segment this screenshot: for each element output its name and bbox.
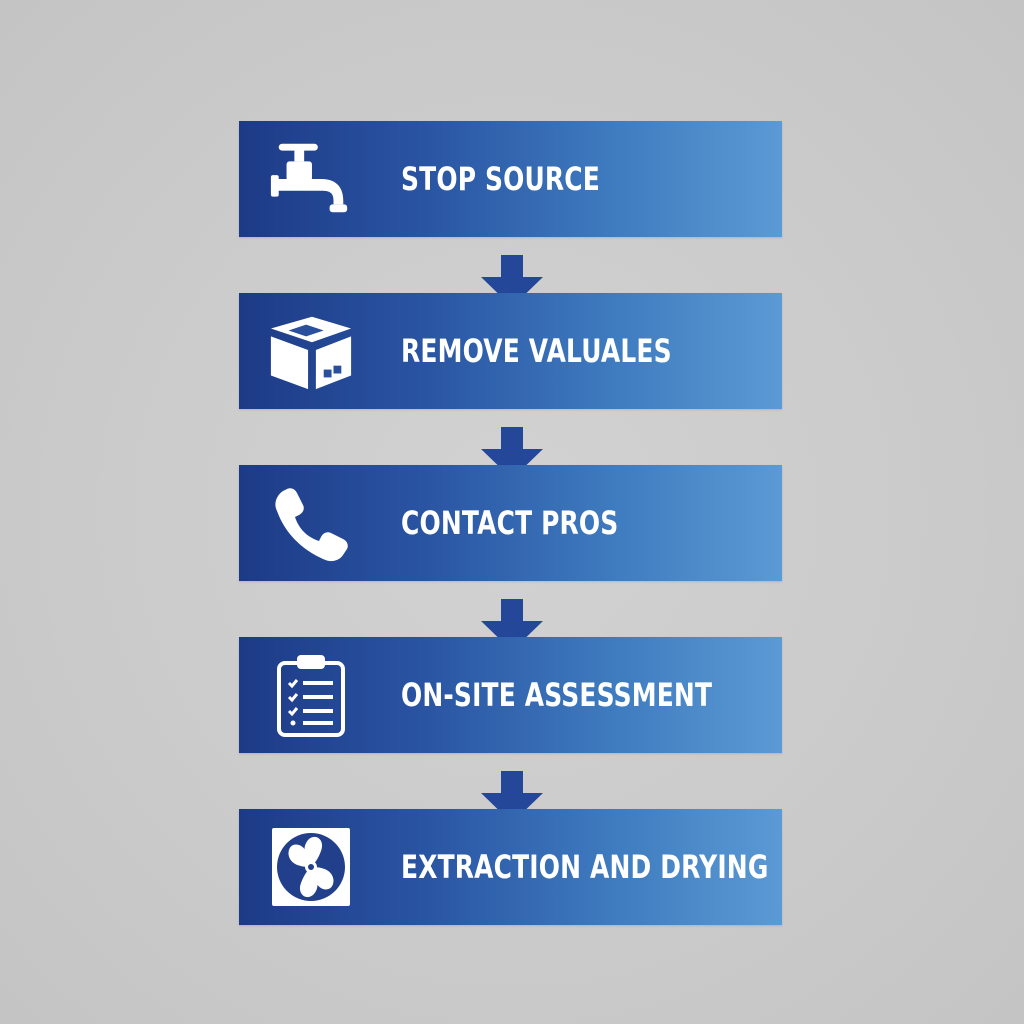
box-icon: [267, 311, 355, 391]
faucet-icon: [267, 139, 355, 219]
step-remove-valuables: REMOVE VALUALES: [239, 293, 782, 409]
step-stop-source: STOP SOURCE: [239, 121, 782, 237]
down-arrow-icon: [481, 427, 543, 479]
step-label: REMOVE VALUALES: [401, 332, 672, 370]
clipboard-checklist-icon: [267, 655, 355, 737]
step-label: CONTACT PROS: [401, 504, 619, 542]
step-extraction-and-drying: EXTRACTION AND DRYING: [239, 809, 782, 925]
phone-icon: [267, 483, 355, 563]
fan-icon: [267, 827, 355, 907]
step-contact-pros: CONTACT PROS: [239, 465, 782, 581]
down-arrow-icon: [481, 599, 543, 651]
step-label: ON-SITE ASSESSMENT: [401, 676, 713, 714]
down-arrow-icon: [481, 771, 543, 823]
step-label: STOP SOURCE: [401, 160, 600, 198]
down-arrow-icon: [481, 255, 543, 307]
step-on-site-assessment: ON-SITE ASSESSMENT: [239, 637, 782, 753]
step-label: EXTRACTION AND DRYING: [401, 848, 769, 886]
